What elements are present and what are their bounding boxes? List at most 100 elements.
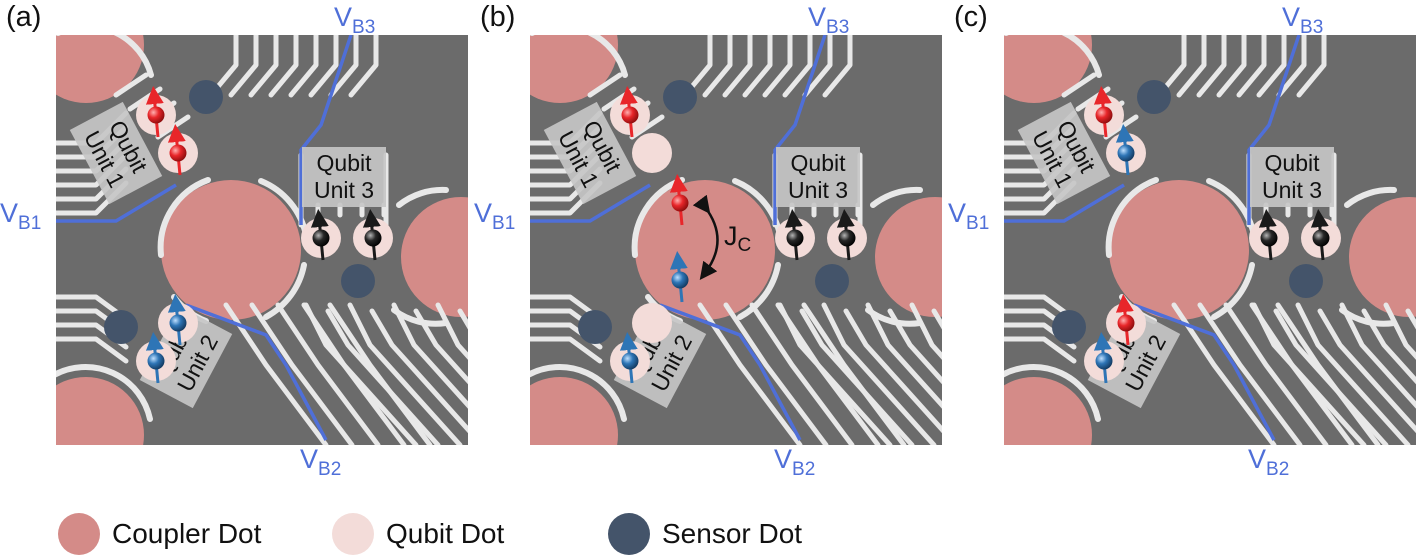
qubit-unit-label-box	[776, 147, 860, 207]
spin-blue-up	[145, 332, 165, 384]
label-vb2: VB2	[774, 444, 815, 480]
spin-black-up	[836, 209, 856, 261]
voltage-symbol: V	[948, 198, 966, 228]
gate-electrode	[1339, 302, 1416, 409]
gate-electrode	[1249, 302, 1355, 445]
gate-electrode	[369, 308, 468, 434]
gate-electrode	[762, 35, 793, 98]
qubit-unit-name: Unit 3	[1262, 177, 1322, 203]
gate-electrode	[782, 35, 813, 98]
gate-electrode	[301, 302, 407, 445]
gate-electrode	[1196, 35, 1227, 98]
gate-electrode	[1061, 72, 1097, 98]
spin-black-up	[362, 209, 382, 261]
voltage-symbol: V	[1282, 2, 1300, 32]
gate-electrode	[435, 302, 468, 360]
voltage-subscript: B1	[492, 213, 515, 234]
legend-qubit: Qubit Dot	[332, 512, 504, 556]
gate-arc	[1105, 177, 1159, 258]
legend-sensor: Sensor Dot	[608, 512, 802, 556]
coupler-dot-right	[401, 197, 468, 317]
gate-electrode	[347, 302, 463, 445]
gate-electrode	[722, 35, 753, 98]
legend-label: Qubit Dot	[386, 518, 505, 549]
coupler-dot-top-left	[56, 35, 144, 103]
spin-ball	[1312, 229, 1330, 247]
panel-label: (c)	[954, 1, 988, 33]
panel-label: (b)	[480, 1, 515, 33]
barrier-line-b1	[530, 183, 651, 223]
gate-electrode	[587, 72, 623, 98]
label-vb3: VB3	[1282, 2, 1323, 38]
spin-ball	[1095, 106, 1113, 124]
barrier-line-b2	[1133, 303, 1276, 441]
spin-ball	[1260, 229, 1278, 247]
barrier-line-b2	[659, 303, 802, 441]
gate-arc	[1004, 364, 1101, 422]
gate-arc	[396, 186, 449, 208]
barrier-line-b1	[56, 183, 177, 223]
gate-electrode	[348, 35, 379, 98]
sensor-dot-1	[1137, 80, 1171, 114]
qubit-unit-title: Qubit	[791, 150, 847, 176]
gate-arc	[530, 35, 628, 78]
spin-ball	[671, 194, 689, 212]
gate-electrode	[457, 308, 468, 330]
coupler-dot-center	[635, 180, 775, 320]
label-vb3: VB3	[808, 2, 849, 38]
coupling-arrow	[692, 194, 719, 280]
gate-electrode	[308, 35, 339, 98]
voltage-subscript: B3	[352, 17, 375, 38]
gate-electrode	[1236, 35, 1267, 98]
coupling-symbol: J	[724, 221, 738, 251]
sensor-dot-3	[341, 264, 375, 298]
gate-electrode	[275, 302, 381, 445]
gate-electrode	[1176, 35, 1207, 98]
gate-electrode	[821, 302, 937, 445]
qubit-unit-name: Unit 3	[788, 177, 848, 203]
qubit-unit-label-box	[139, 305, 233, 409]
gate-electrode	[775, 302, 881, 445]
voltage-subscript: B2	[792, 459, 815, 480]
gate-electrode	[328, 35, 359, 98]
gate-electrode	[1361, 308, 1416, 385]
gate-electrode	[909, 302, 942, 360]
sensor-dot-3	[1289, 264, 1323, 298]
qubit-unit-title: Qubit	[317, 150, 373, 176]
gate-electrode	[530, 336, 603, 364]
gate-arc	[530, 364, 627, 422]
gate-electrode	[327, 302, 433, 445]
spin-blue-up	[1093, 332, 1113, 384]
spin-ball	[147, 106, 165, 124]
coupler-dot-center	[161, 180, 301, 320]
spin-red-up	[145, 86, 165, 138]
coupler-dot-bottom-left	[530, 377, 618, 445]
gate-electrode	[1216, 35, 1247, 98]
gate-electrode	[1317, 308, 1416, 434]
gate-electrode	[1405, 308, 1416, 330]
voltage-subscript: B3	[826, 17, 849, 38]
voltage-symbol: V	[1248, 444, 1266, 474]
gate-electrode	[682, 35, 713, 98]
gate-electrode	[288, 35, 319, 98]
sensor-dot-2	[104, 310, 138, 344]
gate-electrode	[413, 308, 468, 385]
gate-electrode	[113, 72, 149, 98]
spin-ball	[169, 144, 187, 162]
gate-electrode	[702, 35, 733, 98]
qubit-unit-label-box	[613, 305, 707, 409]
label-vb1: VB1	[0, 198, 41, 234]
gate-electrode	[228, 35, 259, 98]
spin-ball	[786, 229, 804, 247]
barrier-line-b3	[299, 35, 353, 225]
voltage-subscript: B1	[18, 213, 41, 234]
qubit-unit-label-box	[1250, 147, 1334, 207]
